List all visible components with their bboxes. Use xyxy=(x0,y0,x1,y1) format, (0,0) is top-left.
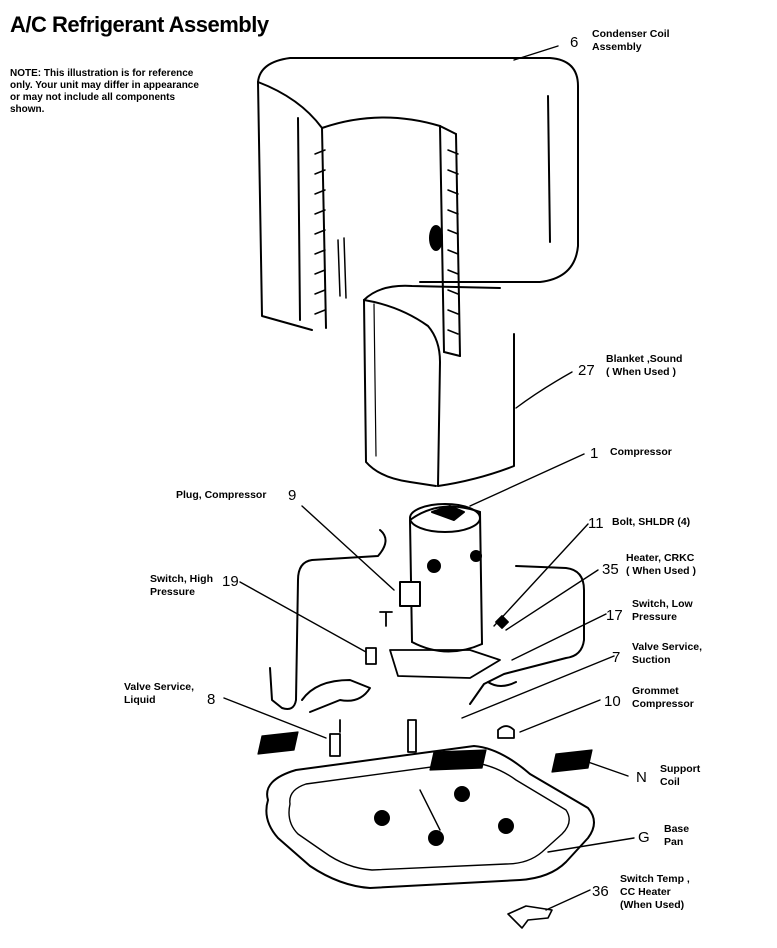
callout-10: 10 Grommet Compressor xyxy=(604,685,694,710)
callout-36-number: 36 xyxy=(592,883,609,900)
callout-1: 1 Compressor xyxy=(590,445,672,462)
callout-6-number: 6 xyxy=(570,34,578,51)
callout-17: 17 Switch, Low Pressure xyxy=(606,598,694,624)
callout-8-number: 8 xyxy=(207,691,215,708)
callout-10-number: 10 xyxy=(604,693,621,710)
callout-35-number: 35 xyxy=(602,561,619,578)
callout-9: Plug, Compressor 9 xyxy=(176,487,296,504)
callout-11-label-1: Bolt, SHLDR (4) xyxy=(612,516,690,528)
callout-10-label-1: Grommet xyxy=(632,685,679,697)
callout-8-label-1: Valve Service, xyxy=(124,681,194,693)
page-title: A/C Refrigerant Assembly xyxy=(10,12,269,37)
callout-7-label-1: Valve Service, xyxy=(632,641,702,653)
callout-35: 35 Heater, CRKC ( When Used ) xyxy=(602,552,696,578)
callout-N-number: N xyxy=(636,769,647,786)
callout-N: N Support Coil xyxy=(636,763,701,788)
callout-1-label-1: Compressor xyxy=(610,446,672,458)
callout-17-number: 17 xyxy=(606,607,623,624)
callout-G-number: G xyxy=(638,829,650,846)
callout-G-label-1: Base xyxy=(664,823,689,835)
callout-35-label-1: Heater, CRKC xyxy=(626,552,695,564)
callout-19: Switch, High Pressure 19 xyxy=(150,573,239,598)
compressor-drawing xyxy=(399,503,483,653)
callout-27-number: 27 xyxy=(578,362,595,379)
callout-36: 36 Switch Temp , CC Heater (When Used) xyxy=(592,873,690,911)
condenser-coil-drawing xyxy=(257,57,579,357)
callout-10-label-2: Compressor xyxy=(632,698,694,710)
callout-27-label-2: ( When Used ) xyxy=(606,366,676,378)
callout-35-label-2: ( When Used ) xyxy=(626,565,696,577)
callout-9-number: 9 xyxy=(288,487,296,504)
callout-8: Valve Service, Liquid 8 xyxy=(124,681,215,708)
refrigerant-tubing-drawing xyxy=(269,529,585,713)
callout-11: 11 Bolt, SHLDR (4) xyxy=(588,515,690,532)
illustration-note: NOTE: This illustration is for reference… xyxy=(10,68,199,115)
callout-G: G Base Pan xyxy=(638,823,689,848)
callout-7-label-2: Suction xyxy=(632,654,671,666)
callout-36-label-1: Switch Temp , xyxy=(620,873,690,885)
callout-27-label-1: Blanket ,Sound xyxy=(606,353,682,365)
callout-8-label-2: Liquid xyxy=(124,694,156,706)
callout-6-label-1: Condenser Coil xyxy=(592,28,670,40)
callout-17-label-2: Pressure xyxy=(632,611,677,623)
callout-N-label-1: Support xyxy=(660,763,701,775)
callout-17-label-1: Switch, Low xyxy=(632,598,694,610)
callout-19-number: 19 xyxy=(222,573,239,590)
fittings-drawing xyxy=(329,611,515,757)
callout-6: 6 Condenser Coil Assembly xyxy=(570,28,670,53)
callout-36-label-3: (When Used) xyxy=(620,899,684,911)
callout-6-label-2: Assembly xyxy=(592,41,642,53)
callout-1-number: 1 xyxy=(590,445,598,462)
callout-7: 7 Valve Service, Suction xyxy=(612,641,702,666)
callout-19-label-2: Pressure xyxy=(150,586,195,598)
callout-27: 27 Blanket ,Sound ( When Used ) xyxy=(578,353,682,379)
callout-7-number: 7 xyxy=(612,649,620,666)
callout-G-label-2: Pan xyxy=(664,836,683,848)
temp-switch-drawing xyxy=(507,905,553,929)
base-pan-drawing xyxy=(265,745,595,889)
callout-N-label-2: Coil xyxy=(660,776,680,788)
callout-11-number: 11 xyxy=(588,515,604,532)
callout-19-label-1: Switch, High xyxy=(150,573,213,585)
sound-blanket-drawing xyxy=(363,284,515,487)
callout-36-label-2: CC Heater xyxy=(620,886,671,898)
leader-lines xyxy=(223,45,635,911)
callout-9-label-1: Plug, Compressor xyxy=(176,489,266,501)
